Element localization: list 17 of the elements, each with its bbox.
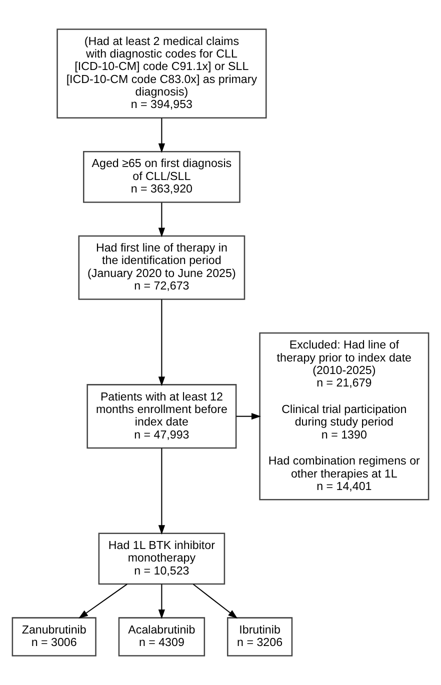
- node-box: Ibrutinib n = 3206: [226, 617, 293, 656]
- arrow: [158, 202, 166, 238]
- node-box: Zanubrutinib n = 3006: [12, 617, 96, 656]
- arrow: [158, 118, 166, 153]
- node-box: Had first line of therapy in the identification period (January 2020 to June 2025) n = 72,673: [78, 235, 246, 300]
- node-box: (Had at least 2 medical claims with diagnostic codes for CLL [ICD-10-CM] code C91.1x] or SLL [ICD-10-CM code C83.0x] as primary diagnosis) n = 394,953: [56, 28, 267, 118]
- arrow: [158, 299, 166, 386]
- arrow: [158, 448, 166, 535]
- node-box: Aged ≥65 on first diagnosis of CLL/SLL n = 363,920: [83, 150, 240, 203]
- arrow: [158, 584, 166, 619]
- node-box: Had 1L BTK inhibitor monotherapy n = 10,523: [98, 532, 226, 585]
- arrow: [78, 584, 128, 619]
- arrow: [192, 584, 238, 619]
- node-box: Acalabrutinib n = 4309: [118, 617, 206, 656]
- node-box: Excluded: Had line of therapy prior to index date (2010-2025) n = 21,679 Clinical trial participation during study period n = 1390 Had combination regimens or other therapies at 1L n = 14,401: [259, 332, 430, 500]
- node-box: Patients with at least 12 months enrollment before index date n = 47,993: [86, 384, 237, 449]
- arrow: [236, 413, 261, 420]
